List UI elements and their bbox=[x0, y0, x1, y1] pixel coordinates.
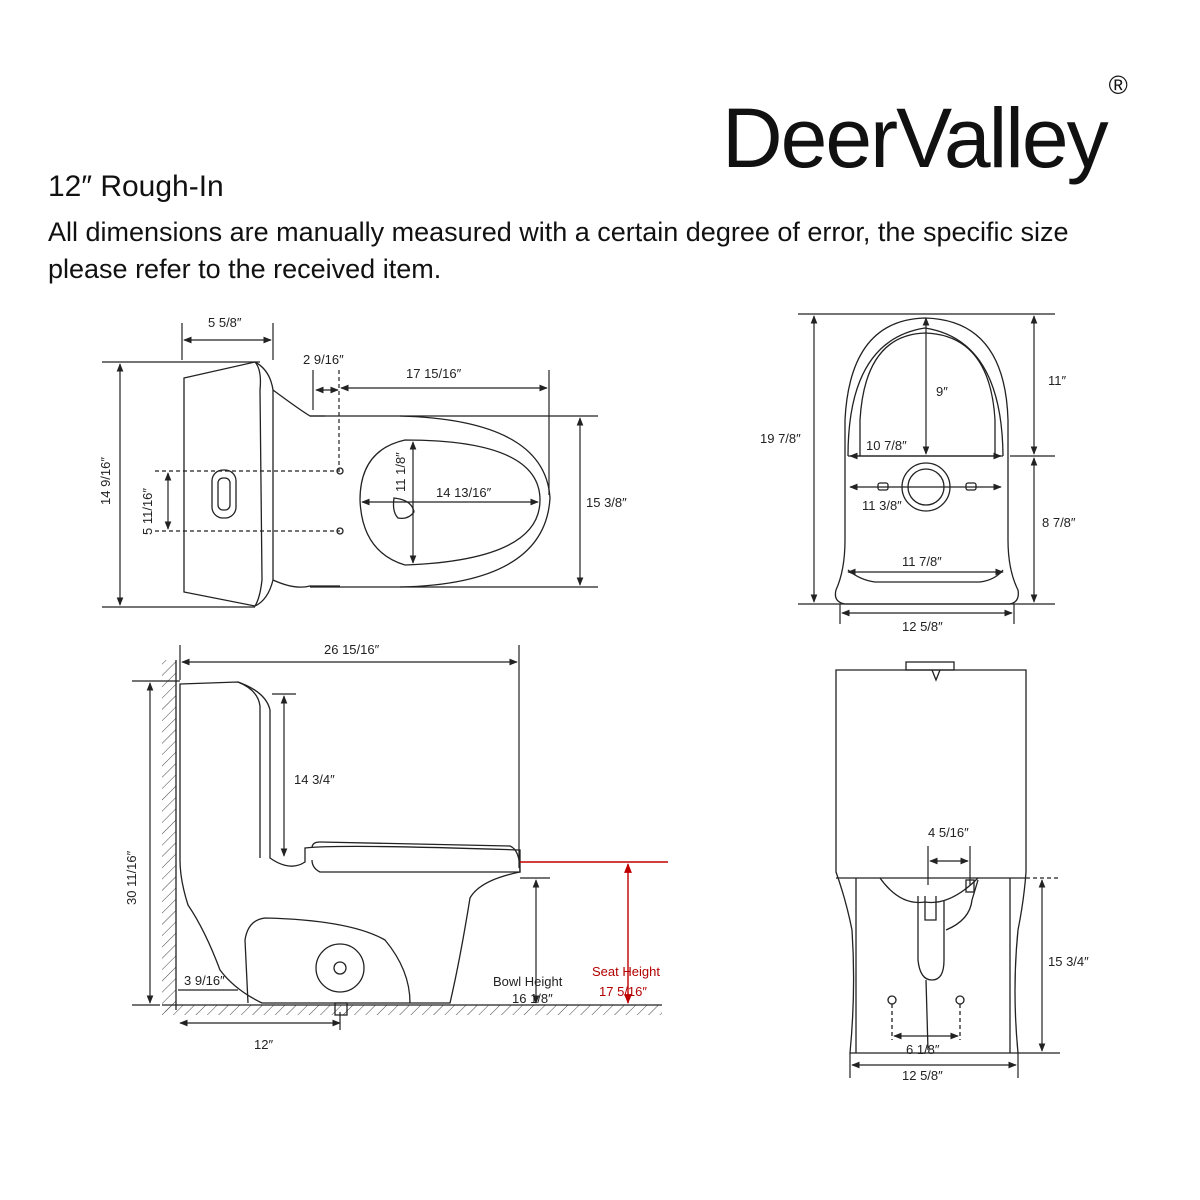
overall-depth-label: 14 9/16″ bbox=[98, 457, 113, 505]
base-inner-width-label: 11 7/8″ bbox=[902, 554, 942, 569]
registered-mark: ® bbox=[1108, 70, 1128, 100]
side-view-outline bbox=[179, 681, 521, 1016]
measurement-note: All dimensions are manually measured wit… bbox=[48, 217, 1069, 284]
bowl-opening-length-label: 14 13/16″ bbox=[436, 485, 492, 500]
bottom-view bbox=[798, 313, 1055, 624]
inner-depth-label: 9″ bbox=[936, 384, 948, 399]
top-view-dimension-lines bbox=[102, 323, 598, 608]
back-view-outline bbox=[835, 661, 1027, 1054]
top-view-outline bbox=[183, 361, 551, 607]
hole-span-label: 10 7/8″ bbox=[866, 438, 907, 453]
rear-section-label: 8 7/8″ bbox=[1042, 515, 1076, 530]
base-width-back-label: 12 5/8″ bbox=[902, 1068, 943, 1083]
tank-to-bolt-label: 2 9/16″ bbox=[303, 352, 344, 367]
seat-height-dimension bbox=[520, 861, 668, 1004]
bottom-view-labels: 19 7/8″ 11″ 9″ 10 7/8″ 11 3/8″ 8 7/8″ 11… bbox=[760, 373, 1076, 634]
bowl-width-label: 15 3/8″ bbox=[586, 495, 627, 510]
tank-height-label: 14 3/4″ bbox=[294, 772, 335, 787]
bowl-opening-width-label: 11 1/8″ bbox=[393, 452, 408, 492]
back-view bbox=[835, 661, 1060, 1078]
side-view bbox=[132, 645, 668, 1030]
page-title: 12″ Rough-In bbox=[48, 170, 224, 203]
tank-depth-label: 5 5/8″ bbox=[208, 315, 242, 330]
back-view-dimension-lines bbox=[849, 846, 1060, 1078]
bottom-view-dimension-lines bbox=[798, 313, 1055, 624]
button-spacing-label: 5 11/16″ bbox=[140, 488, 155, 535]
side-view-labels: 26 15/16″ 14 3/4″ 30 11/16″ 3 9/16″ 12″ … bbox=[124, 642, 660, 1052]
front-section-label: 11″ bbox=[1048, 373, 1066, 388]
top-view-labels: 5 5/8″ 2 9/16″ 17 15/16″ 14 9/16″ 5 11/1… bbox=[98, 315, 627, 535]
overall-height-label: 30 11/16″ bbox=[124, 850, 139, 905]
trapway-height-label: 15 3/4″ bbox=[1048, 954, 1089, 969]
seat-height-caption: Seat Height bbox=[592, 964, 660, 979]
bowl-length-label: 17 15/16″ bbox=[406, 366, 462, 381]
seat-height-value: 17 5/16″ bbox=[599, 984, 647, 999]
overall-length-bottom-label: 19 7/8″ bbox=[760, 431, 801, 446]
overall-length-side-label: 26 15/16″ bbox=[324, 642, 380, 657]
wall-gap-label: 3 9/16″ bbox=[184, 973, 225, 988]
rough-in-label: 12″ bbox=[254, 1037, 273, 1052]
bolt-spacing-label: 6 1/8″ bbox=[906, 1042, 940, 1057]
brand-logo: DeerValley® bbox=[722, 72, 1128, 180]
base-width-bottom-label: 12 5/8″ bbox=[902, 619, 943, 634]
side-view-dimension-lines bbox=[132, 645, 550, 1030]
bowl-height-caption: Bowl Height bbox=[493, 974, 563, 989]
trap-width-label: 4 5/16″ bbox=[928, 825, 969, 840]
wall-and-floor bbox=[162, 660, 662, 1015]
brand-name: DeerValley bbox=[722, 91, 1109, 185]
top-view bbox=[102, 323, 598, 608]
back-view-labels: 4 5/16″ 15 3/4″ 6 1/8″ 12 5/8″ bbox=[902, 825, 1089, 1083]
outlet-span-label: 11 3/8″ bbox=[862, 498, 902, 513]
bowl-height-value: 16 1/8″ bbox=[512, 991, 553, 1006]
